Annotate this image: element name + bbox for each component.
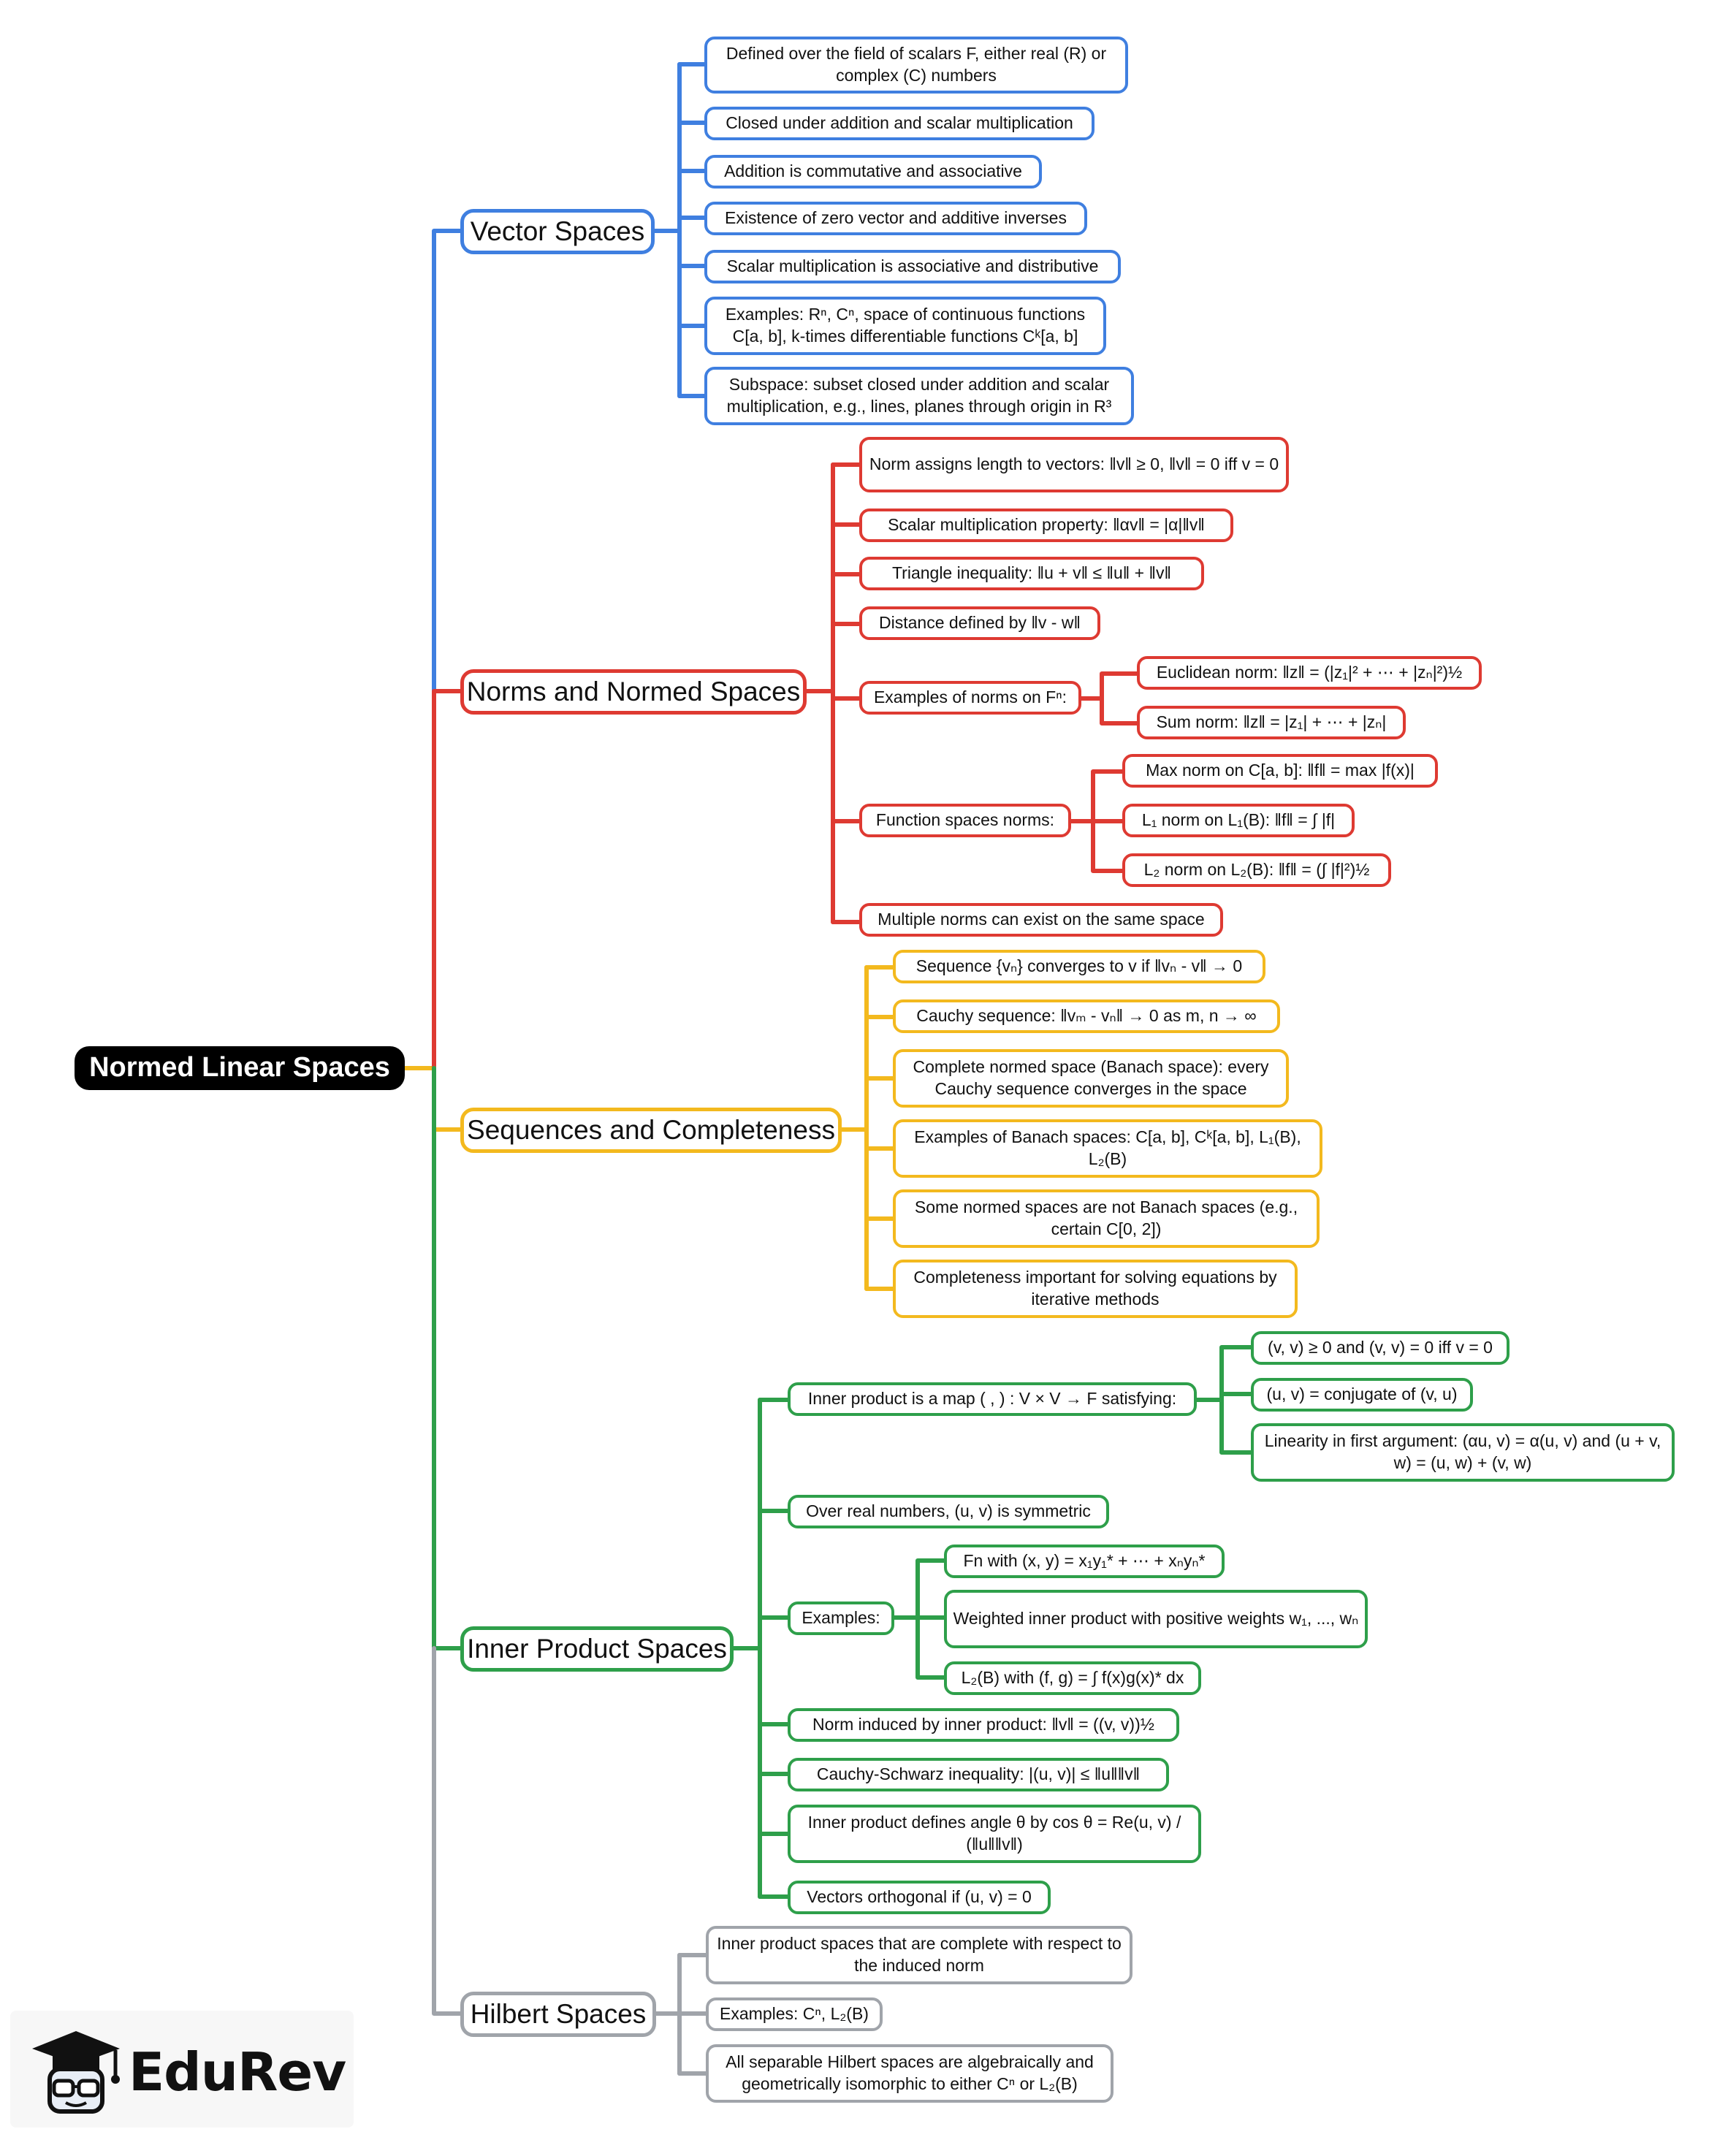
inner-item-cauchy-schwarz: Cauchy-Schwarz inequality: |(u, v)| ≤ ‖u… (788, 1758, 1169, 1791)
vector-item-examples: Examples: Rⁿ, Cⁿ, space of continuous fu… (704, 297, 1106, 355)
inner-example-fn: Fn with (x, y) = x₁y₁* + ⋯ + xₙyₙ* (944, 1545, 1225, 1578)
norm-l2: L₂ norm on L₂(B): ‖f‖ = (∫ |f|²)½ (1122, 853, 1391, 887)
vector-item-field: Defined over the field of scalars F, eit… (704, 37, 1128, 94)
inner-property-linearity: Linearity in first argument: (αu, v) = α… (1251, 1423, 1675, 1482)
inner-example-l2: L₂(B) with (f, g) = ∫ f(x)g(x)* dx (944, 1661, 1201, 1695)
inner-connectors (730, 1345, 1253, 1899)
vector-item-scalar: Scalar multiplication is associative and… (704, 250, 1121, 283)
edurev-wordmark: EduRev (129, 2041, 346, 2103)
sequences-connectors (838, 965, 895, 1291)
hilbert-item-examples: Examples: Cⁿ, L₂(B) (706, 1997, 883, 2031)
sequences-item-examples: Examples of Banach spaces: C[a, b], Cᵏ[a… (893, 1119, 1322, 1178)
sequences-item-iterative: Completeness important for solving equat… (893, 1260, 1298, 1318)
branch-vector-spaces: Vector Spaces (460, 209, 655, 254)
trunk-vector (432, 229, 462, 1070)
norms-item-triangle: Triangle inequality: ‖u + v‖ ≤ ‖u‖ + ‖v‖ (859, 557, 1204, 590)
norm-sum: Sum norm: ‖z‖ = |z₁| + ⋯ + |zₙ| (1137, 706, 1406, 739)
vector-item-subspace: Subspace: subset closed under addition a… (704, 367, 1134, 425)
edurev-logo: EduRev (10, 2011, 354, 2128)
root-node: Normed Linear Spaces (75, 1046, 405, 1090)
inner-example-weighted: Weighted inner product with positive wei… (944, 1590, 1368, 1648)
inner-item-induced-norm: Norm induced by inner product: ‖v‖ = ((v… (788, 1708, 1179, 1742)
norms-item-length: Norm assigns length to vectors: ‖v‖ ≥ 0,… (859, 437, 1289, 492)
vector-item-closure: Closed under addition and scalar multipl… (704, 107, 1094, 140)
inner-property-positive: (v, v) ≥ 0 and (v, v) = 0 iff v = 0 (1251, 1331, 1510, 1365)
branch-inner-product: Inner Product Spaces (460, 1626, 734, 1672)
branch-norms: Norms and Normed Spaces (460, 669, 807, 715)
sequences-item-cauchy: Cauchy sequence: ‖vₘ - vₙ‖ → 0 as m, n →… (893, 999, 1280, 1033)
vector-connectors (651, 62, 707, 398)
trunk-sequences (432, 1066, 462, 1132)
trunk-norms (432, 689, 462, 1070)
branch-hilbert: Hilbert Spaces (460, 1992, 656, 2037)
norm-max: Max norm on C[a, b]: ‖f‖ = max |f(x)| (1122, 754, 1438, 788)
graduate-mascot-icon (32, 2031, 120, 2114)
norms-item-function-spaces: Function spaces norms: (859, 804, 1071, 837)
inner-item-examples: Examples: (788, 1601, 894, 1635)
trunk-inner (432, 1066, 462, 1650)
norms-item-fn-examples: Examples of norms on Fⁿ: (859, 681, 1081, 715)
sequences-item-converges: Sequence {vₙ} converges to v if ‖vₙ - v‖… (893, 950, 1265, 983)
hilbert-item-isomorphic: All separable Hilbert spaces are algebra… (706, 2044, 1113, 2103)
norms-item-distance: Distance defined by ‖v - w‖ (859, 606, 1100, 640)
norm-l1: L₁ norm on L₁(B): ‖f‖ = ∫ |f| (1122, 804, 1355, 837)
norms-item-scalar: Scalar multiplication property: ‖αv‖ = |… (859, 509, 1233, 542)
vector-item-zero: Existence of zero vector and additive in… (704, 202, 1087, 235)
inner-item-map: Inner product is a map ( , ) : V × V → F… (788, 1382, 1197, 1416)
inner-item-symmetric: Over real numbers, (u, v) is symmetric (788, 1495, 1109, 1528)
inner-item-orthogonal: Vectors orthogonal if (u, v) = 0 (788, 1881, 1051, 1914)
sequences-item-not-banach: Some normed spaces are not Banach spaces… (893, 1189, 1320, 1248)
norms-item-multiple: Multiple norms can exist on the same spa… (859, 903, 1223, 937)
vector-item-commutative: Addition is commutative and associative (704, 155, 1042, 188)
sequences-item-banach: Complete normed space (Banach space): ev… (893, 1049, 1289, 1108)
inner-item-angle: Inner product defines angle θ by cos θ =… (788, 1805, 1201, 1863)
norm-euclidean: Euclidean norm: ‖z‖ = (|z₁|² + ⋯ + |zₙ|²… (1137, 656, 1482, 690)
branch-sequences: Sequences and Completeness (460, 1108, 842, 1153)
inner-property-conjugate: (u, v) = conjugate of (v, u) (1251, 1378, 1473, 1412)
trunk-hilbert (432, 1646, 462, 2016)
norms-connectors (803, 462, 1139, 924)
hilbert-connectors (652, 1953, 708, 2076)
hilbert-item-complete: Inner product spaces that are complete w… (706, 1926, 1132, 1984)
